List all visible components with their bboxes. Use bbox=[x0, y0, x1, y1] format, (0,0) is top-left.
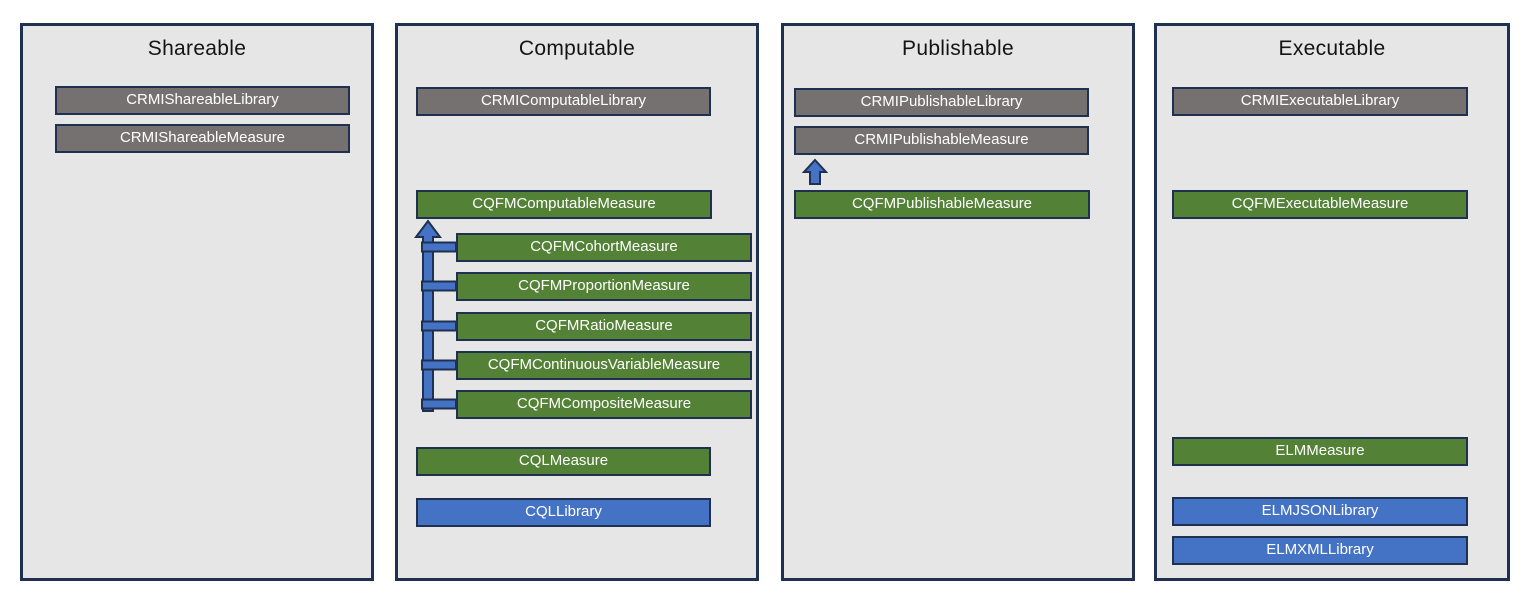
panel-executable-title: Executable bbox=[1278, 37, 1386, 60]
box-crmi-executable-library: CRMIExecutableLibrary bbox=[1172, 87, 1468, 116]
box-crmi-publishable-measure: CRMIPublishableMeasure bbox=[794, 126, 1089, 155]
panel-computable-title: Computable bbox=[518, 37, 636, 60]
box-cql-library: CQLLibrary bbox=[416, 498, 711, 527]
box-cqfm-continuous-variable-measure: CQFMContinuousVariableMeasure bbox=[456, 351, 752, 380]
panel-executable: Executable CRMIExecutableLibrary CQFMExe… bbox=[1154, 23, 1510, 581]
box-cql-measure: CQLMeasure bbox=[416, 447, 711, 476]
box-cqfm-composite-measure: CQFMCompositeMeasure bbox=[456, 390, 752, 419]
box-cqfm-ratio-measure: CQFMRatioMeasure bbox=[456, 312, 752, 341]
panel-publishable: Publishable CRMIPublishableLibrary CRMIP… bbox=[781, 23, 1135, 581]
box-crmi-shareable-library: CRMIShareableLibrary bbox=[55, 86, 350, 115]
box-crmi-computable-library: CRMIComputableLibrary bbox=[416, 87, 711, 116]
up-arrow-icon bbox=[801, 158, 829, 185]
box-elm-xml-library: ELMXMLLibrary bbox=[1172, 536, 1468, 565]
inheritance-arrow-icon bbox=[414, 219, 457, 412]
box-crmi-publishable-library: CRMIPublishableLibrary bbox=[794, 88, 1089, 117]
box-cqfm-cohort-measure: CQFMCohortMeasure bbox=[456, 233, 752, 262]
panel-shareable-title: Shareable bbox=[147, 37, 247, 60]
panel-shareable: Shareable CRMIShareableLibrary CRMIShare… bbox=[20, 23, 374, 581]
box-cqfm-publishable-measure: CQFMPublishableMeasure bbox=[794, 190, 1090, 219]
box-cqfm-computable-measure: CQFMComputableMeasure bbox=[416, 190, 712, 219]
box-cqfm-executable-measure: CQFMExecutableMeasure bbox=[1172, 190, 1468, 219]
box-cqfm-proportion-measure: CQFMProportionMeasure bbox=[456, 272, 752, 301]
panel-publishable-title: Publishable bbox=[902, 37, 1014, 60]
panel-computable: Computable CRMIComputableLibrary CQFMCom… bbox=[395, 23, 759, 581]
box-crmi-shareable-measure: CRMIShareableMeasure bbox=[55, 124, 350, 153]
box-elm-json-library: ELMJSONLibrary bbox=[1172, 497, 1468, 526]
box-elm-measure: ELMMeasure bbox=[1172, 437, 1468, 466]
